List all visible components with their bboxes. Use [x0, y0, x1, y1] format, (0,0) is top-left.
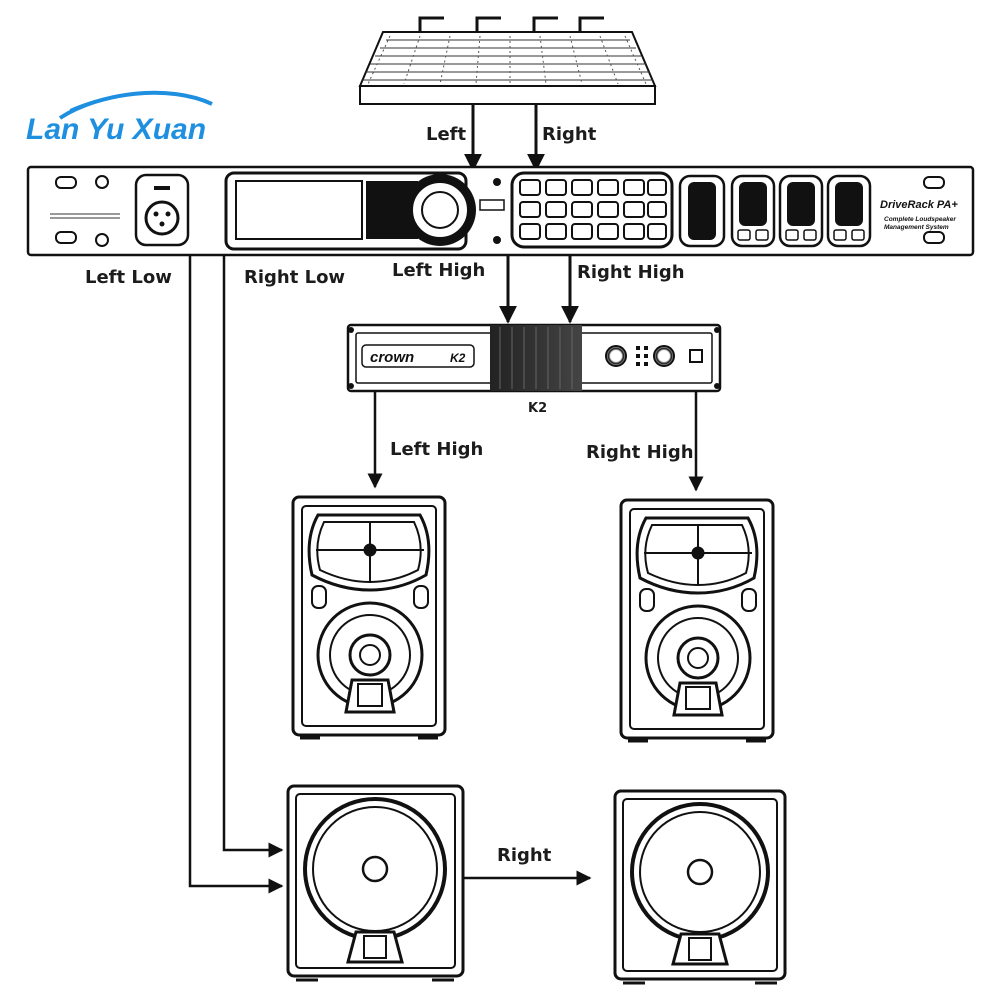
- console-outputs: [464, 104, 545, 172]
- power-switch-icon: [689, 349, 703, 363]
- screw-icon: [95, 175, 109, 189]
- logo-text: Lan Yu Xuan: [26, 113, 206, 146]
- left-low-label: Left Low: [85, 267, 172, 288]
- right-top-speaker: [619, 498, 775, 743]
- amp-model-badge: K2: [450, 351, 466, 365]
- device-tagline-1: Complete Loudspeaker: [884, 216, 956, 223]
- low-output-lines: [188, 255, 284, 894]
- xlr-input-icon: [144, 200, 180, 236]
- left-high-label-bottom: Left High: [390, 439, 483, 460]
- output-meter: [787, 182, 815, 226]
- driverack-processor: DriveRack PA+ Complete Loudspeaker Manag…: [26, 165, 975, 257]
- right-high-label-bottom: Right High: [586, 442, 694, 463]
- button-grid: [519, 179, 667, 240]
- crown-k2-amplifier: crown K2: [346, 323, 722, 393]
- amp-output-lines: [367, 391, 704, 492]
- amp-brand: crown: [370, 349, 414, 366]
- right-low-label: Right Low: [244, 267, 345, 288]
- data-wheel-icon: [421, 191, 459, 229]
- sub-link-right-label: Right: [497, 845, 552, 866]
- left-top-speaker: [291, 495, 447, 740]
- output-meter: [835, 182, 863, 226]
- input-meter: [688, 182, 716, 240]
- console-left-label: Left: [426, 124, 467, 145]
- output-meter: [739, 182, 767, 226]
- high-output-lines: [499, 255, 579, 324]
- left-subwoofer: [286, 784, 465, 982]
- level-knob-icon: [605, 345, 627, 367]
- console-right-label: Right: [542, 124, 597, 145]
- device-brand: DriveRack PA+: [880, 199, 958, 211]
- level-knob-icon: [653, 345, 675, 367]
- screw-icon: [95, 233, 109, 247]
- brand-logo: Lan Yu Xuan: [26, 90, 213, 146]
- amp-name-label: K2: [528, 401, 547, 416]
- right-subwoofer: [613, 789, 787, 985]
- left-high-label-top: Left High: [392, 260, 485, 281]
- mixing-console: [358, 16, 657, 105]
- device-tagline-2: Management System: [884, 224, 949, 231]
- right-high-label-top: Right High: [577, 262, 685, 283]
